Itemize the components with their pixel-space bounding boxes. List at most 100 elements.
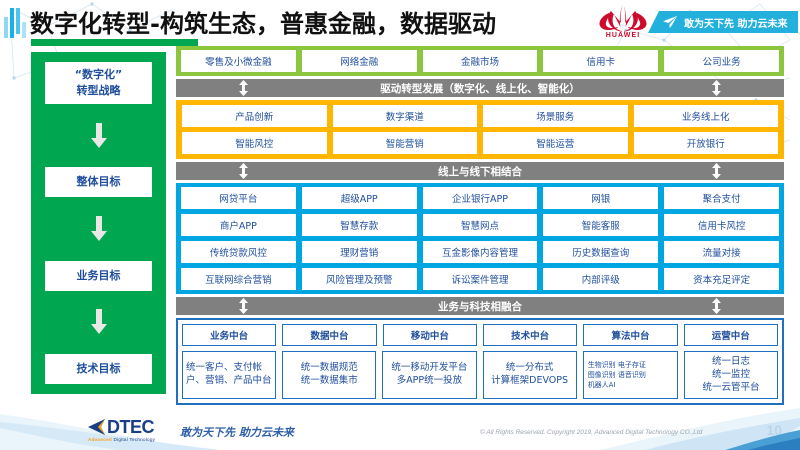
app-aggregate-payment[interactable]: 聚合支付 (664, 187, 779, 209)
platform-operation-middle-office[interactable]: 运营中台 (683, 324, 778, 346)
double-arrow-icon-left-1 (239, 80, 248, 96)
page-number: 10 (766, 422, 782, 438)
app-litigation-case-management[interactable]: 诉讼案件管理 (422, 268, 538, 290)
double-arrow-icon-left-2 (239, 163, 248, 179)
platform-business-middle-office[interactable]: 业务中台 (182, 324, 277, 346)
capability-scenario-service[interactable]: 场景服务 (483, 105, 628, 127)
platform-mobile-middle-office[interactable]: 移动中台 (382, 324, 477, 346)
business-lines-row: 零售及小微金融 网络金融 金融市场 信用卡 公司业务 (181, 50, 779, 72)
transformation-row-2: 智能风控 智能营销 智能运营 开放银行 (182, 132, 778, 154)
app-internal-rating[interactable]: 内部评级 (543, 268, 659, 290)
platform-detail-algorithm: 生物识别 电子存证 图像识别 语音识别 机器人AI (582, 351, 678, 400)
capability-digital-channel[interactable]: 数字渠道 (332, 105, 477, 127)
footer-copyright: © All Rights Reserved. Copyright 2019, A… (480, 429, 703, 436)
platform-detail-mobile: 统一移动开发平台 多APP统一投放 (382, 351, 477, 400)
business-line-retail-micro-finance[interactable]: 零售及小微金融 (181, 50, 296, 72)
dtec-tagline: Advanced Digital Technology (88, 437, 172, 442)
dtec-logo: DTEC Advanced Digital Technology (88, 418, 172, 442)
strategy-step-overall-goal[interactable]: 整体目标 (45, 167, 152, 198)
dtec-tagline-rest: Digital Technology (111, 437, 156, 442)
paper-plane-icon (663, 16, 677, 28)
channel-row-2: 商户APP 智慧存款 智慧网点 智能客服 信用卡风控 (181, 214, 779, 236)
double-arrow-icon-right-3 (712, 298, 721, 314)
platform-detail-line: 多APP统一投放 (396, 375, 463, 387)
platform-detail-line: 图像识别 语音识别 (587, 371, 646, 380)
platform-detail-row: 统一客户、支付帐户、营销、产品中台 统一数据规范 统一数据集市 统一移动开发平台… (182, 351, 779, 400)
footer-slogan: 敢为天下先 助力云未来 (180, 426, 294, 439)
platform-detail-line: 统一日志 (711, 356, 750, 367)
connector-label: 驱动转型发展（数字化、线上化、智能化） (380, 82, 580, 95)
business-line-internet-finance[interactable]: 网络金融 (301, 50, 417, 72)
channel-row-1: 网贷平台 超级APP 企业银行APP 网银 聚合支付 (181, 187, 779, 209)
down-arrow-icon-2 (90, 197, 108, 260)
strategy-step-line2: 转型战略 (76, 83, 121, 97)
app-risk-management-alert[interactable]: 风险管理及预警 (301, 268, 417, 290)
platform-detail-line: 统一云管平台 (702, 381, 760, 393)
platform-algorithm-middle-office[interactable]: 算法中台 (583, 324, 678, 346)
capability-business-online[interactable]: 业务线上化 (633, 105, 778, 127)
app-traditional-loan-risk-control[interactable]: 传统贷款风控 (181, 241, 296, 263)
business-line-credit-card[interactable]: 信用卡 (543, 50, 659, 72)
app-online-banking[interactable]: 网银 (543, 187, 659, 209)
dtec-tagline-bold: Advanced (88, 437, 112, 442)
business-line-corporate-business[interactable]: 公司业务 (664, 50, 779, 72)
app-credit-card-risk-control[interactable]: 信用卡风控 (664, 214, 779, 236)
dtec-wordmark: DTEC (107, 417, 155, 437)
connector-label: 线上与线下相结合 (438, 165, 522, 178)
capability-open-banking[interactable]: 开放银行 (633, 132, 778, 154)
platform-technology-middle-office[interactable]: 技术中台 (482, 324, 578, 346)
app-traffic-integration[interactable]: 流量对接 (664, 241, 779, 263)
strategy-step-technology-goal[interactable]: 技术目标 (45, 354, 152, 384)
platform-detail-line: 计算框架DEVOPS (491, 375, 569, 387)
app-intelligent-customer-service[interactable]: 智能客服 (543, 214, 659, 236)
app-wealth-marketing[interactable]: 理财营销 (301, 241, 417, 263)
platform-detail-business: 统一客户、支付帐户、营销、产品中台 (182, 351, 277, 400)
platform-detail-operation: 统一日志 统一监控 统一云管平台 (683, 351, 779, 400)
strategy-step-label: 整体目标 (76, 175, 121, 189)
app-image-content-management[interactable]: 互金影像内容管理 (422, 241, 538, 263)
capability-smart-operation[interactable]: 智能运营 (483, 132, 628, 154)
business-line-financial-market[interactable]: 金融市场 (422, 50, 538, 72)
dtec-arrow-icon (88, 419, 105, 435)
capability-smart-marketing[interactable]: 智能营销 (332, 132, 477, 154)
app-corporate-bank-app[interactable]: 企业银行APP (422, 187, 538, 209)
connector-online-offline: 线上与线下相结合 (176, 162, 784, 180)
title-underline (31, 39, 198, 46)
corner-stripe-decoration (4, 8, 26, 38)
tagline-banner: 敢为天下先 助力云未来 (648, 11, 798, 33)
app-smart-deposit[interactable]: 智慧存款 (301, 214, 417, 236)
strategy-step-business-goal[interactable]: 业务目标 (45, 260, 152, 291)
app-capital-adequacy-assessment[interactable]: 资本充足评定 (664, 268, 779, 290)
footer-swoosh-decoration (0, 408, 800, 450)
app-super-app[interactable]: 超级APP (301, 187, 417, 209)
middle-platform-band: 业务中台 数据中台 移动中台 技术中台 算法中台 运营中台 统一客户、支付帐户、… (176, 318, 784, 406)
down-arrow-icon-3 (90, 291, 108, 354)
huawei-flower-icon (599, 4, 647, 32)
app-smart-branch[interactable]: 智慧网点 (422, 214, 538, 236)
transformation-row-1: 产品创新 数字渠道 场景服务 业务线上化 (182, 105, 778, 127)
transformation-capabilities-band: 产品创新 数字渠道 场景服务 业务线上化 智能风控 智能营销 智能运营 开放银行 (176, 100, 784, 159)
huawei-wordmark: HUAWEI (605, 32, 641, 39)
strategy-step-digital-transformation[interactable]: “数字化” 转型战略 (45, 62, 152, 104)
down-arrow-icon-1 (90, 104, 108, 167)
app-online-lending-platform[interactable]: 网贷平台 (181, 187, 296, 209)
strategy-step-line1: “数字化” (74, 68, 123, 81)
platform-detail-technology: 统一分布式 计算框架DEVOPS (482, 351, 577, 400)
capability-product-innovation[interactable]: 产品创新 (182, 105, 327, 127)
platform-detail-line: 统一监控 (711, 368, 750, 380)
page-title: 数字化转型-构筑生态，普惠金融，数据驱动 (30, 10, 496, 38)
capability-smart-risk-control[interactable]: 智能风控 (182, 132, 327, 154)
platform-data-middle-office[interactable]: 数据中台 (282, 324, 377, 346)
double-arrow-icon-right-2 (712, 163, 721, 179)
huawei-logo: HUAWEI (595, 2, 651, 44)
app-historical-data-query[interactable]: 历史数据查询 (543, 241, 659, 263)
platform-detail-line: 生物识别 电子存证 (587, 361, 646, 369)
platform-detail-line: 机器人AI (587, 381, 616, 390)
connector-business-technology: 业务与科技相融合 (176, 297, 784, 315)
app-internet-integrated-marketing[interactable]: 互联网综合营销 (181, 268, 296, 290)
double-arrow-icon-right-1 (712, 80, 721, 96)
app-merchant-app[interactable]: 商户APP (181, 214, 296, 236)
channel-applications-band: 网贷平台 超级APP 企业银行APP 网银 聚合支付 商户APP 智慧存款 智慧… (176, 183, 784, 294)
slide-header: 数字化转型-构筑生态，普惠金融，数据驱动 HUAWEI 敢为天下先 助力云未来 (0, 0, 800, 46)
